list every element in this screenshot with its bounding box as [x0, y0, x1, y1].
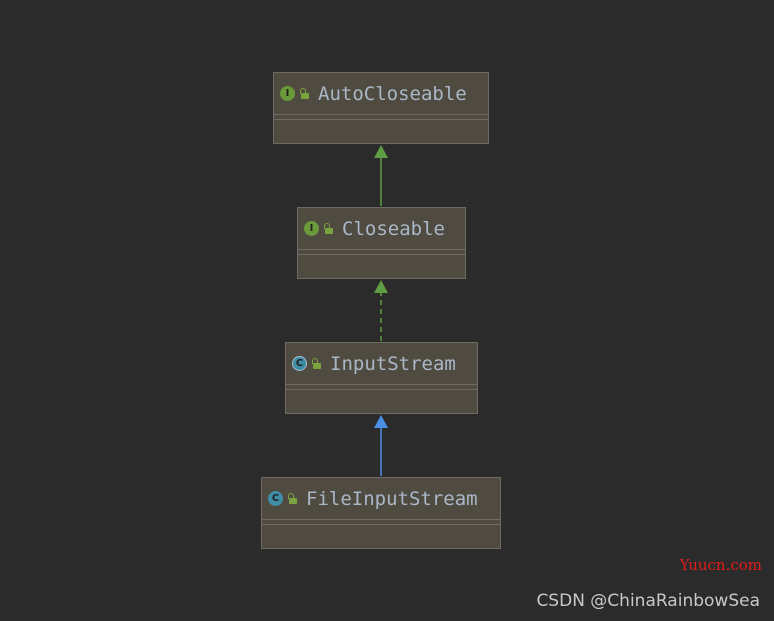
arrowhead-autocloseable: [374, 145, 388, 158]
node-autocloseable[interactable]: I AutoCloseable: [273, 72, 489, 144]
node-inputstream[interactable]: C InputStream: [285, 342, 478, 414]
public-lock-icon: [311, 357, 322, 370]
author-watermark: CSDN @ChinaRainbowSea: [536, 591, 760, 611]
node-inputstream-fields: [286, 385, 477, 390]
node-inputstream-header: C InputStream: [286, 343, 477, 385]
public-lock-icon: [323, 222, 334, 235]
arrowhead-closeable: [374, 280, 388, 293]
node-autocloseable-fields: [274, 115, 488, 120]
public-lock-icon: [287, 492, 298, 505]
node-fileinputstream-fields: [262, 520, 500, 525]
node-closeable-name: Closeable: [342, 217, 445, 240]
interface-icon: I: [304, 221, 319, 236]
node-closeable-header: I Closeable: [298, 208, 465, 250]
site-watermark: Yuucn.com: [679, 556, 762, 574]
node-fileinputstream-name: FileInputStream: [306, 487, 478, 510]
class-icon: C: [268, 491, 283, 506]
node-fileinputstream-header: C FileInputStream: [262, 478, 500, 520]
abstract-class-icon: C: [292, 356, 307, 371]
node-closeable-fields: [298, 250, 465, 255]
node-fileinputstream[interactable]: C FileInputStream: [261, 477, 501, 549]
arrowhead-inputstream: [374, 415, 388, 428]
node-inputstream-name: InputStream: [330, 352, 456, 375]
interface-icon: I: [280, 86, 295, 101]
node-closeable[interactable]: I Closeable: [297, 207, 466, 279]
node-autocloseable-name: AutoCloseable: [318, 82, 467, 105]
public-lock-icon: [299, 87, 310, 100]
node-autocloseable-header: I AutoCloseable: [274, 73, 488, 115]
